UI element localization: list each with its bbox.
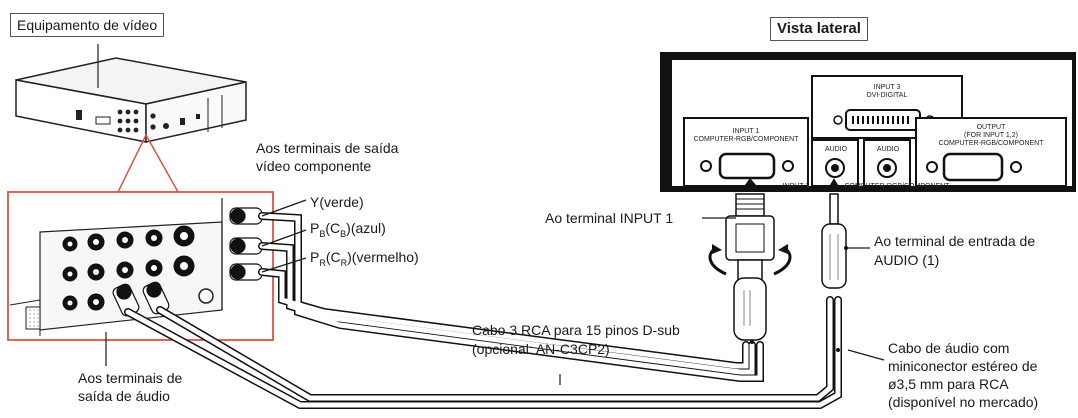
panel-audio2-label: AUDIO	[876, 146, 900, 153]
magnified-back-panel	[7, 191, 274, 341]
audio-out-label-line2: saída de áudio	[78, 388, 170, 404]
audio-input-label-line1: Ao terminal de entrada de	[874, 233, 1036, 249]
projector-side-panel	[660, 52, 1076, 192]
rca-cable-label-line2: (opcional: AN-C3CP2)	[472, 341, 610, 357]
audio-input-label-line2: AUDIO (1)	[874, 252, 940, 268]
panel-input2-sub-label: COMPUTER-RGB/COMPONENT	[844, 183, 950, 190]
video-equipment-device	[15, 57, 247, 143]
audio-cable-label-line4: (disponível no mercado)	[888, 394, 1039, 410]
side-view-label: Vista lateral	[770, 17, 868, 41]
component-out-label-line2: vídeo componente	[256, 158, 372, 174]
callout-wedge	[116, 133, 180, 193]
rca-cable-label-line1: Cabo 3 RCA para 15 pinos D-sub	[472, 322, 680, 338]
audio-cable-label-line1: Cabo de áudio com	[888, 340, 1010, 356]
component-out-label-line1: Aos terminais de saída	[256, 140, 399, 156]
audio-cable-label-line2: miniconector estéreo de	[888, 358, 1038, 374]
pb-blue-label: PB(CB)(azul)	[310, 220, 386, 239]
panel-output-label: OUTPUT(FOR INPUT 1,2)COMPUTER-RGB/COMPON…	[938, 124, 1044, 147]
audio-out-label-line1: Aos terminais de	[78, 370, 183, 386]
panel-audio1-label: AUDIO	[824, 146, 848, 153]
panel-input2-label: INPUT 2	[782, 183, 810, 190]
input1-terminal-label: Ao terminal INPUT 1	[545, 210, 674, 226]
audio-cable-label-line3: ø3,5 mm para RCA	[888, 376, 1009, 392]
y-green-label: Y(verde)	[310, 194, 364, 210]
pr-red-label: PR(CR)(vermelho)	[310, 249, 419, 268]
mini-stereo-plug	[821, 178, 847, 289]
video-equipment-label: Equipamento de vídeo	[10, 13, 165, 37]
dsub-plug	[708, 178, 792, 341]
